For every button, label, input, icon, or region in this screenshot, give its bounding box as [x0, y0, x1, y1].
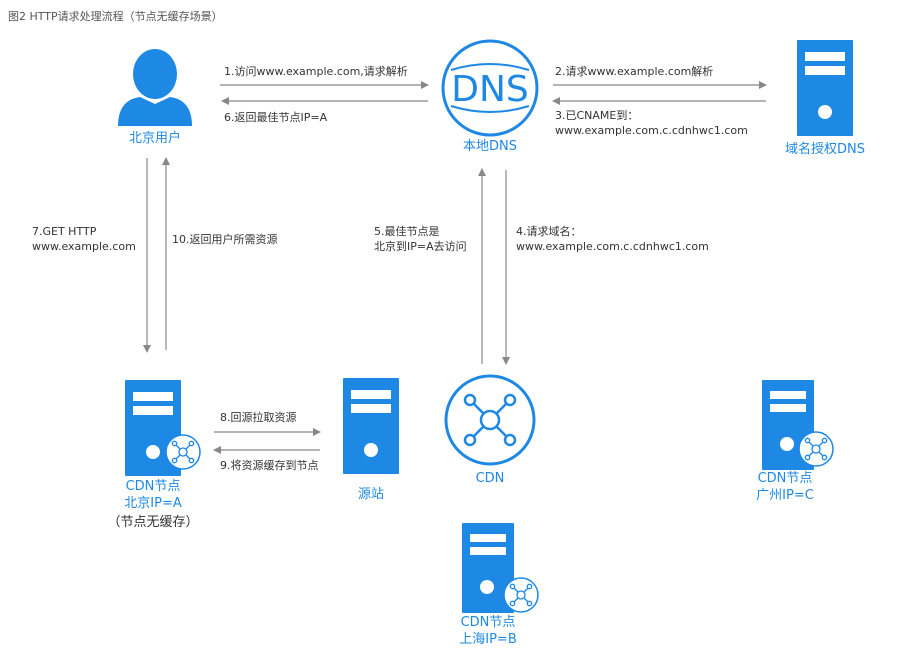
step-2-label: 2.请求www.example.com解析	[555, 65, 714, 78]
step-4-label-2: www.example.com.c.cdnhwc1.com	[516, 240, 709, 253]
cdn-icon	[444, 374, 536, 466]
step-3-label-2: www.example.com.c.cdnhwc1.com	[555, 124, 748, 137]
cdn-node-guangzhou-label-2: 广州IP=C	[756, 488, 814, 503]
step-10-label: 10.返回用户所需资源	[172, 233, 278, 246]
auth-dns-server-icon	[797, 40, 853, 136]
user-icon	[118, 49, 192, 126]
origin-label: 源站	[357, 487, 384, 502]
step-9-label: 9.将资源缓存到节点	[220, 459, 319, 472]
cdn-node-shanghai-icon	[462, 523, 539, 613]
cdn-node-guangzhou-icon	[762, 380, 834, 470]
origin-server-icon	[343, 378, 399, 474]
step-6-label: 6.返回最佳节点IP=A	[224, 111, 328, 124]
dns-icon-text: DNS	[451, 69, 529, 110]
user-label: 北京用户	[128, 131, 181, 146]
dns-icon: DNS	[441, 39, 539, 137]
step-5-label-1: 5.最佳节点是	[374, 225, 440, 238]
auth-dns-label: 域名授权DNS	[785, 142, 865, 157]
step-5-label-2: 北京到IP=A去访问	[374, 240, 467, 253]
step-4-label-1: 4.请求域名：	[516, 225, 582, 238]
step-7-label-1: 7.GET HTTP	[32, 225, 97, 238]
cdn-node-beijing-label-3: （节点无缓存）	[107, 515, 199, 530]
cdn-node-beijing-icon	[125, 380, 201, 476]
step-1-label: 1.访问www.example.com,请求解析	[224, 65, 408, 78]
cdn-node-beijing-label-1: CDN节点	[125, 479, 181, 494]
step-3-label-1: 3.已CNAME到：	[555, 109, 639, 122]
cdn-node-beijing-label-2: 北京IP=A	[124, 496, 182, 511]
step-7-label-2: www.example.com	[32, 240, 136, 253]
cdn-node-shanghai-label-1: CDN节点	[460, 615, 516, 630]
diagram-caption: 图2 HTTP请求处理流程（节点无缓存场景）	[8, 10, 223, 23]
local-dns-label: 本地DNS	[463, 139, 517, 154]
cdn-node-guangzhou-label-1: CDN节点	[757, 471, 813, 486]
step-8-label: 8.回源拉取资源	[220, 411, 297, 424]
cdn-label: CDN	[475, 471, 505, 486]
cdn-node-shanghai-label-2: 上海IP=B	[459, 632, 517, 647]
